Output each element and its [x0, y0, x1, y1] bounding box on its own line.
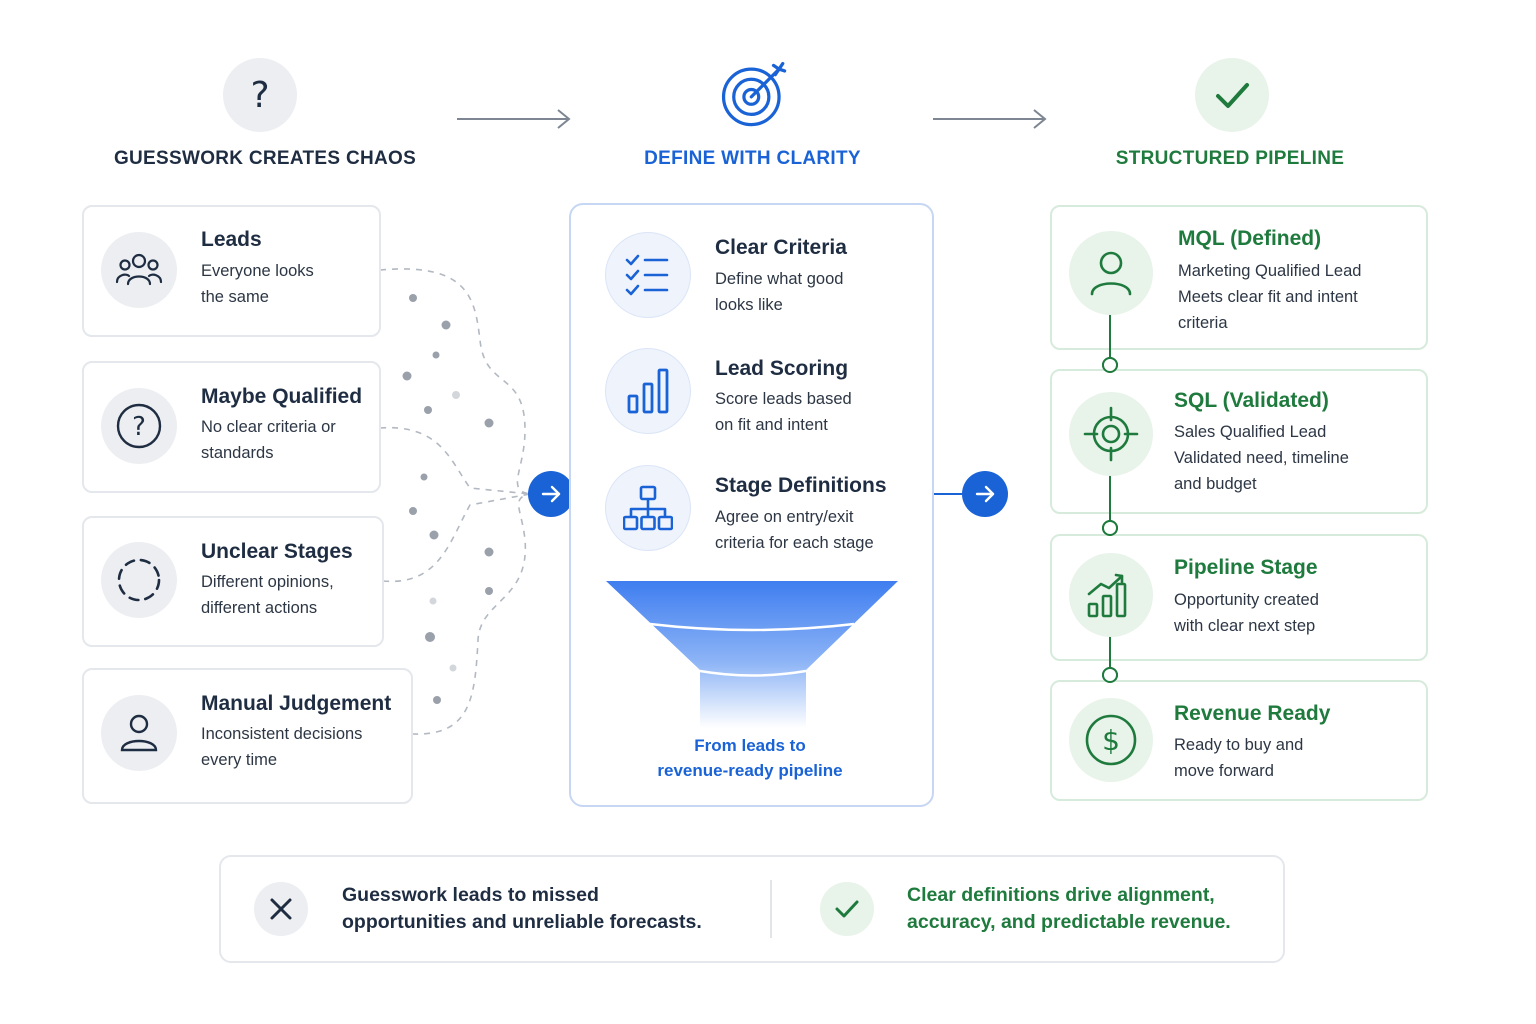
user-icon [1069, 231, 1153, 315]
center-column-title: DEFINE WITH CLARITY [644, 148, 861, 169]
left-card-unclear-stages [82, 516, 384, 647]
center-item-text: looks like [715, 296, 783, 314]
card-title: Revenue Ready [1174, 702, 1331, 725]
card-text: Inconsistent decisions [201, 725, 363, 743]
center-item-text: on fit and intent [715, 416, 828, 434]
card-text: with clear next step [1174, 617, 1316, 635]
growth-chart-icon [1069, 553, 1153, 637]
card-text: every time [201, 751, 278, 769]
funnel-graphic [606, 581, 898, 728]
card-text: criteria [1178, 314, 1228, 332]
left-card-manual-judgement [82, 668, 413, 804]
people-group-icon [101, 232, 177, 308]
card-title: Unclear Stages [201, 540, 353, 563]
question-icon: ? [223, 58, 297, 132]
center-item-text: criteria for each stage [715, 534, 874, 552]
question-circle-icon: ? [101, 388, 177, 464]
svg-text:$: $ [1102, 724, 1120, 757]
card-text: Everyone looks [201, 262, 314, 280]
checklist-icon [605, 232, 691, 318]
card-title: Leads [201, 228, 262, 251]
card-text: Sales Qualified Lead [1174, 423, 1327, 441]
x-icon [254, 882, 308, 936]
card-text: and budget [1174, 475, 1257, 493]
positive-summary: Clear definitions drive alignment, [907, 884, 1215, 906]
card-text: Validated need, timeline [1174, 449, 1349, 467]
funnel-caption: revenue-ready pipeline [657, 761, 843, 780]
negative-summary: opportunities and unreliable forecasts. [342, 911, 702, 933]
center-item-title: Clear Criteria [715, 236, 847, 259]
card-text: Ready to buy and [1174, 736, 1304, 754]
card-text: move forward [1174, 762, 1274, 780]
center-item-text: Define what good [715, 270, 844, 288]
card-text: different actions [201, 599, 318, 617]
user-icon [101, 695, 177, 771]
arrow-right-icon [528, 471, 574, 517]
card-text: No clear criteria or [201, 418, 336, 436]
card-title: SQL (Validated) [1174, 389, 1329, 412]
arrow-right-icon [962, 471, 1008, 517]
check-icon [820, 882, 874, 936]
svg-text:?: ? [132, 412, 146, 442]
card-title: Pipeline Stage [1174, 556, 1318, 579]
center-item-title: Lead Scoring [715, 357, 849, 380]
header-arrows [457, 109, 1047, 129]
crosshair-icon [1069, 392, 1153, 476]
card-text: the same [201, 288, 269, 306]
arrow-left-to-center [457, 109, 571, 129]
card-title: Maybe Qualified [201, 385, 363, 408]
summary-divider [770, 880, 772, 938]
funnel-caption: From leads to [694, 736, 806, 755]
center-item-text: Score leads based [715, 390, 852, 408]
card-text: Different opinions, [201, 573, 334, 591]
arrow-center-to-right [933, 109, 1047, 129]
svg-text:?: ? [250, 75, 269, 115]
hierarchy-icon [605, 465, 691, 551]
dollar-icon: $ [1069, 698, 1153, 782]
card-text: Marketing Qualified Lead [1178, 262, 1362, 280]
card-title: Manual Judgement [201, 692, 392, 715]
target-icon [718, 58, 792, 132]
card-text: Opportunity created [1174, 591, 1319, 609]
bar-chart-icon [605, 348, 691, 434]
negative-summary: Guesswork leads to missed [342, 884, 599, 906]
card-text: Meets clear fit and intent [1178, 288, 1358, 306]
left-card-leads [82, 205, 381, 337]
right-column-title: STRUCTURED PIPELINE [1115, 148, 1345, 169]
card-text: standards [201, 444, 274, 462]
dashed-circle-icon [101, 542, 177, 618]
center-item-title: Stage Definitions [715, 474, 887, 497]
check-icon [1195, 58, 1269, 132]
left-column-title: GUESSWORK CREATES CHAOS [113, 148, 417, 169]
center-item-text: Agree on entry/exit [715, 508, 854, 526]
left-card-maybe-qualified: ? [82, 361, 381, 493]
positive-summary: accuracy, and predictable revenue. [907, 911, 1231, 933]
card-title: MQL (Defined) [1178, 227, 1322, 250]
summary-bar [219, 855, 1285, 963]
